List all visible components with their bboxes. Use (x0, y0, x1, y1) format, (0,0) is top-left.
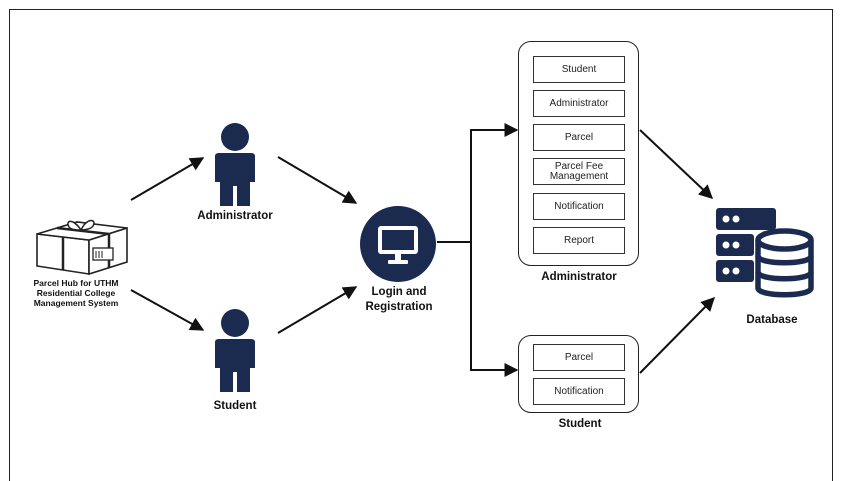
admin-panel-title: Administrator (541, 271, 617, 283)
student-panel-title: Student (558, 418, 602, 430)
administrator-user-icon (215, 123, 255, 206)
arrow-system-to-student (130, 289, 205, 331)
admin-module-student: Student (533, 56, 625, 83)
arrow-system-to-administrator (130, 157, 205, 201)
student-label: Student (213, 400, 257, 412)
admin-module-parcel: Parcel (533, 124, 625, 151)
arrow-login-to-admin-panel (470, 123, 519, 242)
admin-module-notification: Notification (533, 193, 625, 220)
admin-module-parcel-fee-management: Parcel Fee Management (533, 158, 625, 185)
arrow-admin-panel-to-database (639, 129, 714, 199)
monitor-icon (360, 206, 436, 282)
arrow-student-to-login (277, 286, 358, 334)
arrow-student-panel-to-database (639, 297, 715, 374)
arrow-administrator-to-login (277, 156, 358, 204)
student-module-notification: Notification (533, 378, 625, 405)
admin-module-administrator: Administrator (533, 90, 625, 117)
student-user-icon (215, 309, 255, 392)
admin-module-report: Report (533, 227, 625, 254)
login-label: Login and Registration (365, 286, 433, 313)
parcel-icon (36, 219, 128, 276)
admin-panel: Student Administrator Parcel Parcel Fee … (518, 41, 639, 266)
arrow-login-to-student-panel (470, 242, 519, 377)
diagram-frame (9, 9, 833, 481)
system-label: Parcel Hub for UTHM Residential College … (33, 278, 119, 308)
database-label: Database (746, 314, 798, 326)
student-module-parcel: Parcel (533, 344, 625, 371)
administrator-label: Administrator (197, 210, 273, 222)
database-icon (716, 208, 814, 298)
student-panel: Parcel Notification (518, 335, 639, 413)
